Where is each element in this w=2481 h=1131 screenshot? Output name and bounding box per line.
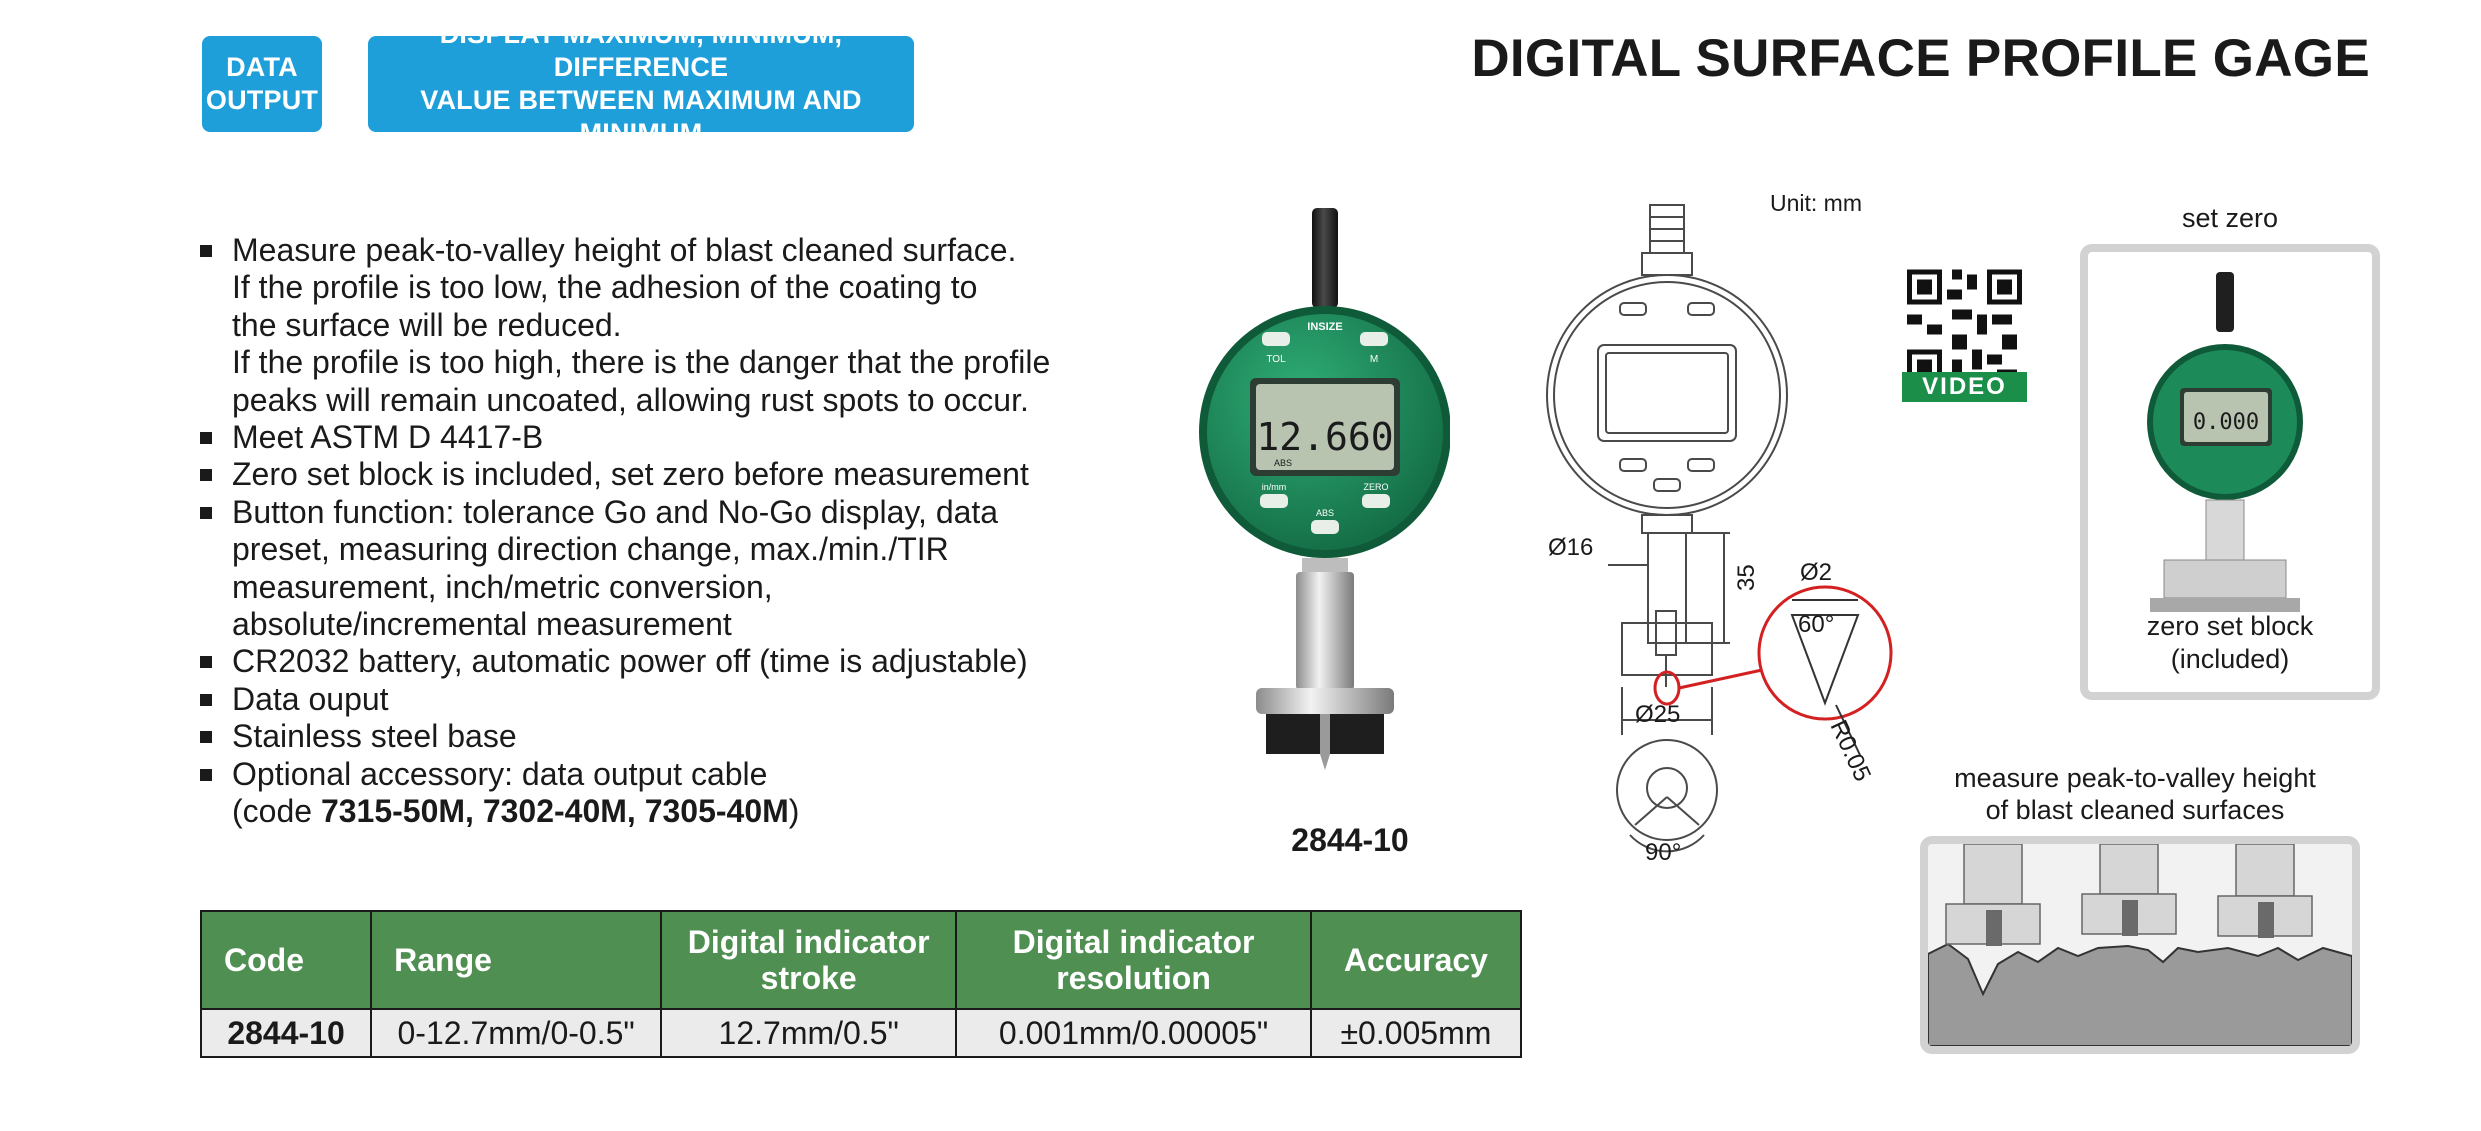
page-title: DIGITAL SURFACE PROFILE GAGE <box>1471 29 2370 88</box>
feature-line: (code 7315-50M, 7302-40M, 7305-40M) <box>232 793 1140 830</box>
accessory-codes: 7315-50M, 7302-40M, 7305-40M <box>320 793 789 830</box>
data-output-badge: DATA OUTPUT <box>202 36 322 132</box>
feature-line: Data ouput <box>232 680 389 717</box>
tol-label: TOL <box>1266 354 1286 365</box>
list-item: Stainless steel base <box>200 718 1140 755</box>
cell-code: 2844-10 <box>199 1008 373 1058</box>
list-item: Optional accessory: data output cable (c… <box>200 756 1140 831</box>
table-row: 2844-10 0-12.7mm/0-0.5" 12.7mm/0.5" 0.00… <box>199 1008 1523 1058</box>
list-item: CR2032 battery, automatic power off (tim… <box>200 643 1140 680</box>
list-item: Measure peak-to-valley height of blast c… <box>200 232 1140 419</box>
feature-list: Measure peak-to-valley height of blast c… <box>200 232 1140 831</box>
title-line: of blast cleaned surfaces <box>1985 795 2285 825</box>
dim-radius: R0.05 <box>1825 716 1877 785</box>
abs-label: ABS <box>1316 508 1334 518</box>
technical-drawing: Ø16 35 Ø2 60° Ø25 R0.05 90° <box>1546 204 1893 866</box>
profile-illustration-title: measure peak-to-valley height of blast c… <box>1905 762 2365 826</box>
feature-line: If the profile is too high, there is the… <box>232 344 1051 381</box>
header-text: Digital indicator <box>1012 924 1255 960</box>
caption-line: (included) <box>2170 644 2290 674</box>
set-zero-gauge-illustration: 0.000 <box>2147 272 2303 612</box>
cell-stroke: 12.7mm/0.5" <box>660 1008 958 1058</box>
gauge-display-reading: 12.660 <box>1256 415 1393 459</box>
code-prefix: (code <box>232 793 321 830</box>
in-mm-label: in/mm <box>1262 482 1287 492</box>
cell-range: 0-12.7mm/0-0.5" <box>370 1008 663 1058</box>
dim-tip-diameter: Ø2 <box>1800 559 1832 586</box>
badge-line: OUTPUT <box>205 85 319 115</box>
surface-profile-illustration <box>1928 844 2352 1046</box>
feature-line: peaks will remain uncoated, allowing rus… <box>232 381 1029 418</box>
header-accuracy: Accuracy <box>1309 910 1523 1010</box>
gauge-photo: INSIZE TOL M 12.660 ABS in/mm ABS ZERO <box>1199 208 1450 770</box>
feature-line: Optional accessory: data output cable <box>232 755 768 792</box>
list-item: Data ouput <box>200 681 1140 718</box>
feature-line: Meet ASTM D 4417-B <box>232 419 544 456</box>
set-zero-title: set zero <box>2181 203 2279 233</box>
dim-base-diameter: Ø25 <box>1635 701 1680 728</box>
display-max-min-badge: DISPLAY MAXIMUM, MINIMUM, DIFFERENCE VAL… <box>368 19 914 148</box>
list-item: Meet ASTM D 4417-B <box>200 419 1140 456</box>
cell-resolution: 0.001mm/0.00005" <box>955 1008 1312 1058</box>
header-text: Code <box>224 942 304 978</box>
feature-line: Stainless steel base <box>232 718 517 755</box>
feature-line: Zero set block is included, set zero bef… <box>232 456 1029 493</box>
cell-accuracy: ±0.005mm <box>1309 1008 1523 1058</box>
feature-line: Button function: tolerance Go and No-Go … <box>232 493 999 530</box>
feature-line: absolute/incremental measurement <box>232 606 732 643</box>
feature-line: Measure peak-to-valley height of blast c… <box>232 232 1017 268</box>
dim-length: 35 <box>1733 564 1760 591</box>
unit-label: Unit: mm <box>1770 190 1862 216</box>
header-range: Range <box>370 910 663 1010</box>
badge-line: DISPLAY MAXIMUM, MINIMUM, DIFFERENCE <box>439 19 843 82</box>
abs-indicator: ABS <box>1274 458 1292 468</box>
zero-set-block-caption: zero set block (included) <box>2080 610 2380 676</box>
zero-label: ZERO <box>1363 482 1388 492</box>
header-code: Code <box>199 910 373 1010</box>
header-text: stroke <box>760 960 857 996</box>
feature-line: measurement, inch/metric conversion, <box>232 568 773 605</box>
caption-line: zero set block <box>2146 611 2314 641</box>
set-zero-display-reading: 0.000 <box>2193 410 2259 435</box>
dim-stem-diameter: Ø16 <box>1548 534 1593 561</box>
title-line: measure peak-to-valley height <box>1954 763 2316 793</box>
header-text: resolution <box>1056 960 1211 996</box>
gauge-brand: INSIZE <box>1307 321 1342 333</box>
header-text: Digital indicator <box>687 924 930 960</box>
feature-line: CR2032 battery, automatic power off (tim… <box>232 643 1028 680</box>
dim-tip-angle: 60° <box>1798 611 1834 638</box>
feature-line: preset, measuring direction change, max.… <box>232 531 949 568</box>
profile-illustration-panel <box>1920 836 2360 1054</box>
list-item: Button function: tolerance Go and No-Go … <box>200 494 1140 644</box>
header-text: Accuracy <box>1343 942 1488 978</box>
dim-bottom-angle: 90° <box>1645 839 1681 866</box>
set-zero-panel: 0.000 <box>2080 244 2380 700</box>
badge-line: VALUE BETWEEN MAXIMUM AND MINIMUM <box>420 85 862 148</box>
feature-line: the surface will be reduced. <box>232 306 622 343</box>
m-label: M <box>1370 354 1378 365</box>
feature-line: If the profile is too low, the adhesion … <box>232 269 978 306</box>
product-code-label: 2844-10 <box>1291 822 1409 858</box>
badge-line: DATA <box>226 52 298 82</box>
video-label[interactable]: VIDEO <box>1902 372 2027 402</box>
header-text: Range <box>394 942 492 978</box>
code-suffix: ) <box>788 793 800 830</box>
list-item: Zero set block is included, set zero bef… <box>200 456 1140 493</box>
